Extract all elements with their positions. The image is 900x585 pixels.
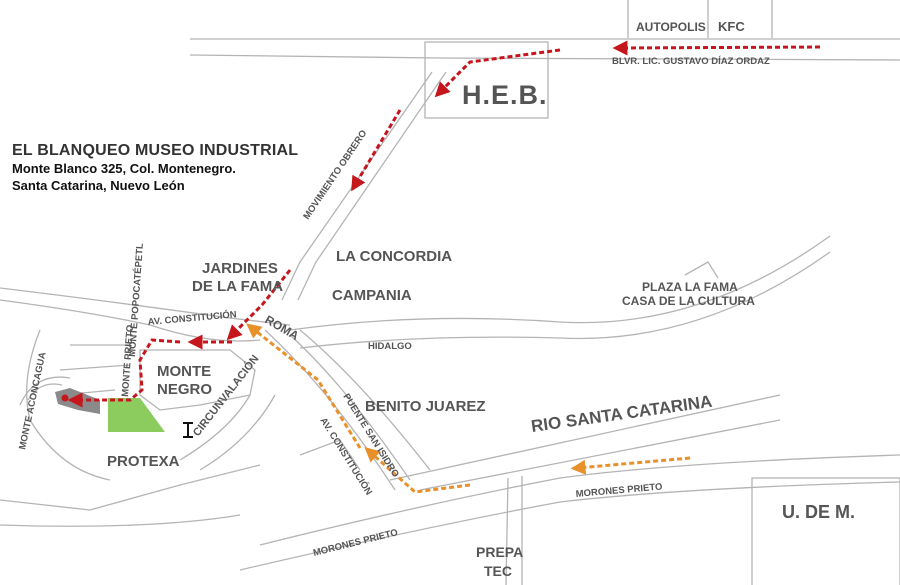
label-prepa: PREPA (476, 544, 523, 560)
route-red-obrero (351, 109, 402, 192)
label-kfc: KFC (718, 19, 745, 34)
road-south-boundary-2 (0, 514, 241, 527)
label-av-constitucion-top: AV. CONSTITUCIÓN (147, 308, 237, 328)
park-area (108, 398, 165, 432)
label-campania: CAMPANIA (332, 287, 412, 304)
road-south-boundary (0, 464, 261, 511)
label-roma: ROMA (263, 312, 302, 343)
museum-pin-icon (61, 394, 69, 402)
label-morones-prieto-right: MORONES PRIETO (575, 481, 663, 500)
museum-address-line2: Santa Catarina, Nuevo León (12, 178, 185, 193)
route-red-to-museum (67, 338, 181, 408)
label-protexa: PROTEXA (107, 453, 180, 470)
label-hidalgo: HIDALGO (368, 341, 412, 352)
road-hidalgo-north (289, 235, 831, 331)
label-tec: TEC (484, 563, 512, 579)
label-benito-juarez: BENITO JUAREZ (365, 398, 486, 415)
label-de-la-fama: DE LA FAMA (192, 278, 283, 295)
road-constitucion-diag-2 (289, 334, 411, 481)
route-red-to-constitucion (226, 269, 292, 341)
route-red-blvd (612, 40, 821, 56)
label-monte: MONTE (157, 363, 211, 380)
label-morones-prieto-left: MORONES PRIETO (312, 527, 399, 559)
museum-address-line1: Monte Blanco 325, Col. Montenegro. (12, 161, 236, 176)
road-movimiento-obrero-west (281, 71, 433, 301)
route-red (67, 40, 821, 408)
label-plaza-la-fama: PLAZA LA FAMA (642, 280, 738, 294)
label-autopolis: AUTOPOLIS (636, 20, 706, 34)
label-monte-prieto: MONTE PRIETO (120, 324, 136, 397)
road-rio-north-2 (419, 419, 781, 491)
label-heb: H.E.B. (462, 80, 548, 110)
udem-block (751, 477, 900, 585)
road-circunvalacion (179, 394, 276, 471)
road-constitucion-diag-3 (299, 329, 431, 471)
route-orange-morones (570, 456, 691, 475)
road-morones-north (259, 454, 900, 546)
route-orange-to-puente (364, 447, 471, 494)
museum-title: EL BLANQUEO MUSEO INDUSTRIAL (12, 142, 299, 159)
label-la-concordia: LA CONCORDIA (336, 248, 452, 265)
museum-ring-2 (19, 376, 71, 406)
road-small-streets (59, 344, 131, 396)
label-casa-de-la-cultura: CASA DE LA CULTURA (622, 294, 755, 308)
monte-negro-block (139, 349, 256, 411)
label-movimiento-obrero: MOVIMIENTO OBRERO (301, 128, 369, 222)
road-morones-south (239, 481, 900, 571)
road-rio-north-1 (389, 394, 781, 481)
road-constitucion-south (0, 299, 261, 342)
label-jardines: JARDINES (202, 260, 278, 277)
route-red-to-heb (434, 48, 561, 98)
road-prepa-tec (505, 476, 523, 585)
road-movimiento-obrero-east (297, 71, 447, 301)
label-udem: U. DE M. (782, 502, 855, 522)
plaza-block (684, 261, 719, 279)
museum-ring-1 (27, 383, 63, 401)
museum-info: EL BLANQUEO MUSEO INDUSTRIAL Monte Blanc… (12, 142, 332, 194)
road-hidalgo-south (299, 251, 831, 349)
circunvalacion-marker-icon (183, 422, 193, 438)
route-orange (246, 323, 691, 494)
label-blvd-diaz-ordaz: BLVR. LIC. GUSTAVO DÍAZ ORDAZ (612, 56, 770, 67)
road-constitucion-north (0, 287, 291, 326)
heb-block (424, 41, 549, 119)
route-orange-to-constitucion (246, 323, 362, 449)
autopolis-kfc-block (627, 0, 773, 38)
label-negro: NEGRO (157, 381, 212, 398)
road-diaz-ordaz-south-edge (189, 54, 900, 61)
road-small-block (299, 439, 361, 471)
road-aconcagua-edge (26, 329, 111, 481)
